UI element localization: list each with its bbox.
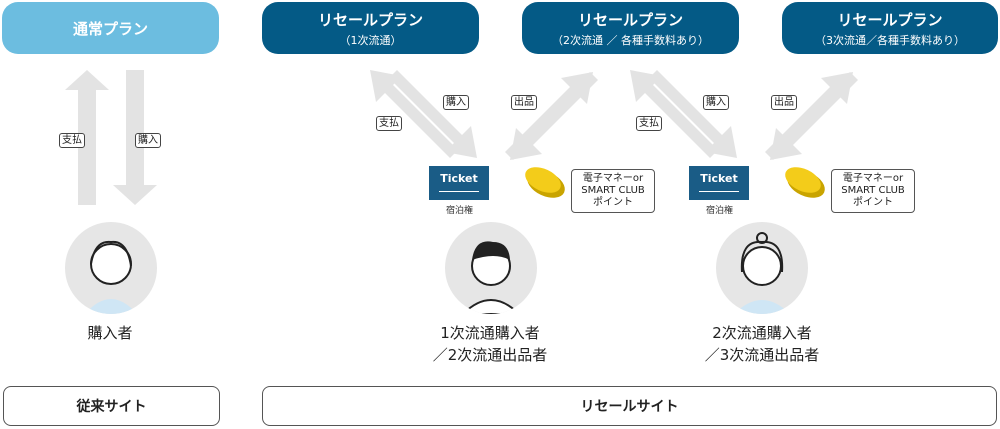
- plan-resale-2: リセールプラン （2次流通 ／ 各種手数料あり）: [522, 2, 739, 54]
- caption-first-buyer: 1次流通購入者 ／2次流通出品者: [410, 322, 570, 366]
- caption-second-buyer: 2次流通購入者 ／3次流通出品者: [682, 322, 842, 366]
- coin-icon-1: [525, 167, 565, 198]
- caption-buyer: 購入者: [40, 322, 180, 344]
- legacy-site-label: 従来サイト: [3, 386, 220, 426]
- arrow-up-pay: [65, 70, 109, 205]
- plan-title: リセールプラン: [317, 10, 423, 29]
- tag-list: 出品: [771, 95, 797, 110]
- plan-resale-3: リセールプラン （3次流通／各種手数料あり）: [782, 2, 998, 54]
- bubble-line: 電子マネーor: [582, 173, 644, 184]
- caption-line: ／3次流通出品者: [704, 346, 820, 364]
- tag-list: 出品: [511, 95, 537, 110]
- bubble-line: SMART CLUB: [841, 185, 905, 196]
- ticket-icon: Ticket: [429, 166, 489, 200]
- plan-sub: （1次流通）: [339, 33, 402, 47]
- resale-site-label: リセールサイト: [262, 386, 997, 426]
- caption-line: 1次流通購入者: [440, 324, 540, 342]
- bubble-line: ポイント: [593, 197, 633, 208]
- ticket-caption: 宿泊権: [706, 206, 734, 216]
- bubble-line: 電子マネーor: [842, 173, 904, 184]
- plan-sub: （3次流通／各種手数料あり）: [815, 33, 965, 47]
- plan-title: リセールプラン: [577, 10, 683, 29]
- ticket-caption: 宿泊権: [446, 206, 474, 216]
- arrow-group-2: [630, 70, 858, 160]
- avatar-first-buyer: [445, 222, 537, 314]
- tag-pay: 支払: [636, 116, 662, 131]
- ticket-icon: Ticket: [689, 166, 749, 200]
- avatar-second-buyer: [716, 222, 808, 314]
- coin-icon-2: [785, 167, 825, 198]
- tag-buy: 購入: [703, 95, 729, 110]
- avatar-buyer: [65, 222, 157, 314]
- caption-line: 購入者: [87, 324, 133, 342]
- plan-sub: （2次流通 ／ 各種手数料あり）: [552, 33, 709, 47]
- caption-line: ／2次流通出品者: [432, 346, 548, 364]
- plan-normal: 通常プラン: [2, 2, 219, 54]
- plan-resale-1: リセールプラン （1次流通）: [262, 2, 479, 54]
- arrow-group-1: [370, 70, 598, 160]
- tag-pay: 支払: [59, 133, 85, 148]
- tag-buy: 購入: [443, 95, 469, 110]
- bubble-line: ポイント: [853, 197, 893, 208]
- bubble-line: SMART CLUB: [581, 185, 645, 196]
- tag-buy: 購入: [135, 133, 161, 148]
- tag-pay: 支払: [376, 116, 402, 131]
- caption-line: 2次流通購入者: [712, 324, 812, 342]
- plan-title: 通常プラン: [72, 19, 148, 38]
- plan-title: リセールプラン: [837, 10, 943, 29]
